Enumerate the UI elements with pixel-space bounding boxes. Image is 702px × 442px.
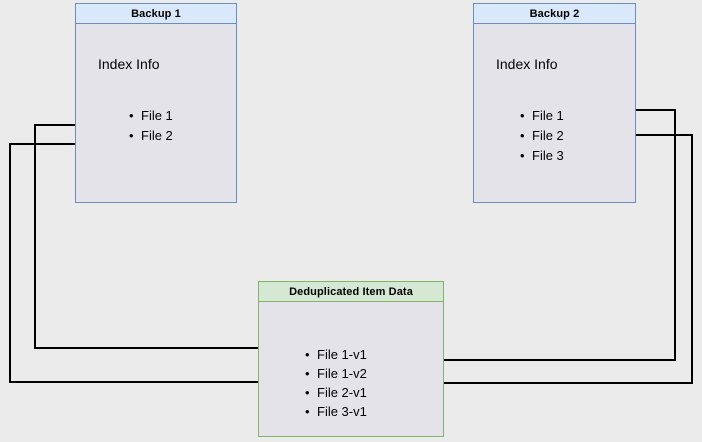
backup-1-index-info-label: Index Info: [98, 56, 160, 72]
list-item[interactable]: File 2-v1: [305, 383, 367, 403]
node-backup-2-title: Backup 2: [474, 4, 635, 24]
node-deduplicated-body: File 1-v1 File 1-v2 File 2-v1 File 3-v1: [259, 302, 443, 436]
list-item[interactable]: File 3-v1: [305, 402, 367, 422]
list-item[interactable]: File 1: [129, 106, 173, 126]
node-deduplicated-title: Deduplicated Item Data: [259, 282, 443, 302]
node-backup-1-body: Index Info File 1 File 2: [76, 24, 236, 202]
list-item[interactable]: File 1-v2: [305, 364, 367, 384]
backup-2-file-list: File 1 File 2 File 3: [520, 106, 564, 166]
node-deduplicated-item-data[interactable]: Deduplicated Item Data File 1-v1 File 1-…: [258, 281, 444, 437]
node-backup-1[interactable]: Backup 1 Index Info File 1 File 2: [75, 3, 237, 203]
list-item[interactable]: File 3: [520, 146, 564, 166]
list-item[interactable]: File 1-v1: [305, 345, 367, 365]
node-backup-2-body: Index Info File 1 File 2 File 3: [474, 24, 635, 202]
node-backup-1-title: Backup 1: [76, 4, 236, 24]
backup-1-file-list: File 1 File 2: [129, 106, 173, 146]
list-item[interactable]: File 2: [520, 126, 564, 146]
node-backup-2[interactable]: Backup 2 Index Info File 1 File 2 File 3: [473, 3, 636, 203]
list-item[interactable]: File 2: [129, 126, 173, 146]
deduplicated-item-list: File 1-v1 File 1-v2 File 2-v1 File 3-v1: [305, 345, 367, 422]
backup-2-index-info-label: Index Info: [496, 56, 558, 72]
list-item[interactable]: File 1: [520, 106, 564, 126]
